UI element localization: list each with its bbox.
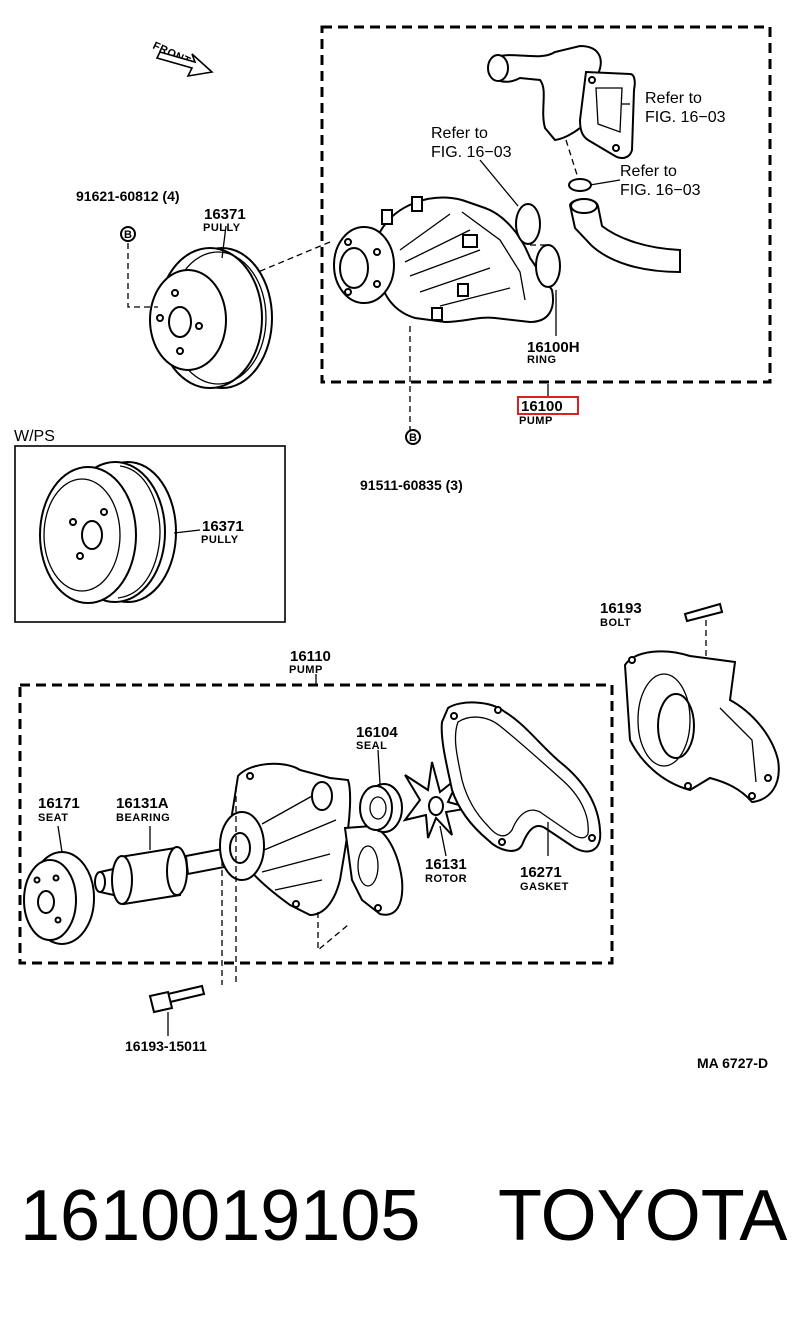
stud-bolt-icon — [683, 602, 724, 623]
pump-housing-plate: 16193 BOLT — [600, 600, 780, 804]
front-arrow-icon — [155, 51, 214, 78]
wps-pulley-group: W/PS 16371 PULLY — [14, 428, 286, 623]
pump-casting — [219, 762, 404, 917]
pump-part-highlight — [517, 396, 579, 415]
bearing-part-number: 16131A — [116, 795, 169, 812]
seal-part — [359, 749, 403, 833]
pump-assembly-group: Refer to FIG. 16−03 Refer to FIG. 16−03 … — [257, 25, 772, 493]
pump-16110-group: 16110 PUMP 16171 SEAT 16131A BEARING — [18, 648, 614, 985]
pulley-top-part-number: 16371 — [204, 206, 246, 223]
seat-part-number: 16171 — [38, 795, 80, 812]
bolt-16193-15011: 16193-15011 — [125, 984, 207, 1054]
pulley-wps-part-number: 16371 — [202, 518, 244, 535]
b-marker-lower — [405, 429, 421, 445]
pulley-top: B — [120, 225, 273, 389]
footer-brand: TOYOTA — [498, 1176, 787, 1256]
seat-part-name: SEAT — [38, 812, 69, 824]
rotor-part-number: 16131 — [425, 856, 467, 873]
pulley-top-part-name: PULLY — [203, 222, 241, 234]
wps-box — [14, 445, 286, 623]
b-marker-upper-letter: B — [124, 229, 132, 241]
gasket-part-number: 16271 — [520, 864, 562, 881]
ring-part-number: 16100H — [527, 339, 580, 356]
pump-part-number: 16100 — [521, 398, 563, 415]
bearing-part-name: BEARING — [116, 812, 170, 824]
refer-label-3a: Refer to — [620, 163, 677, 180]
bolt-91511-label: 91511-60835 (3) — [360, 477, 463, 493]
pump-part-name: PUMP — [519, 415, 553, 427]
pump-16110-part-name: PUMP — [289, 664, 323, 676]
pulley-wps-part-name: PULLY — [201, 534, 239, 546]
bolt-16193-part-name: BOLT — [600, 617, 631, 629]
pump-assembly-dashed-box — [320, 25, 772, 384]
ring-part-name: RING — [527, 354, 557, 366]
o-ring-16100h — [535, 244, 561, 288]
gasket-part — [440, 701, 602, 856]
water-pump-body — [333, 196, 554, 324]
water-inlet-housing — [487, 44, 681, 274]
refer-label-2b: FIG. 16−03 — [645, 109, 726, 126]
rotor-part-name: ROTOR — [425, 873, 467, 885]
pump-16110-dashed-box — [18, 683, 614, 965]
figure-code: MA 6727-D — [697, 1055, 768, 1071]
seat-part — [23, 825, 95, 945]
b-marker-lower-letter: B — [409, 432, 417, 444]
refer-label-1b: FIG. 16−03 — [431, 144, 512, 161]
front-indicator: FRONT — [151, 40, 214, 78]
refer-label-1a: Refer to — [431, 125, 488, 142]
pump-16110-part-number: 16110 — [290, 648, 331, 665]
bolt-91621-label: 91621-60812 (4) — [76, 188, 180, 204]
gasket-part-name: GASKET — [520, 881, 569, 893]
refer-label-3b: FIG. 16−03 — [620, 182, 701, 199]
b-marker-upper — [120, 226, 136, 242]
footer-part-number: 1610019105 — [20, 1176, 420, 1256]
bearing-part — [94, 826, 242, 906]
wps-label: W/PS — [14, 428, 55, 445]
seal-part-number: 16104 — [356, 724, 398, 741]
bolt-15011-label: 16193-15011 — [125, 1038, 207, 1054]
o-ring-upper — [515, 203, 541, 245]
bolt-16193-part-number: 16193 — [600, 600, 642, 617]
seal-part-name: SEAL — [356, 740, 387, 752]
refer-label-2a: Refer to — [645, 90, 702, 107]
